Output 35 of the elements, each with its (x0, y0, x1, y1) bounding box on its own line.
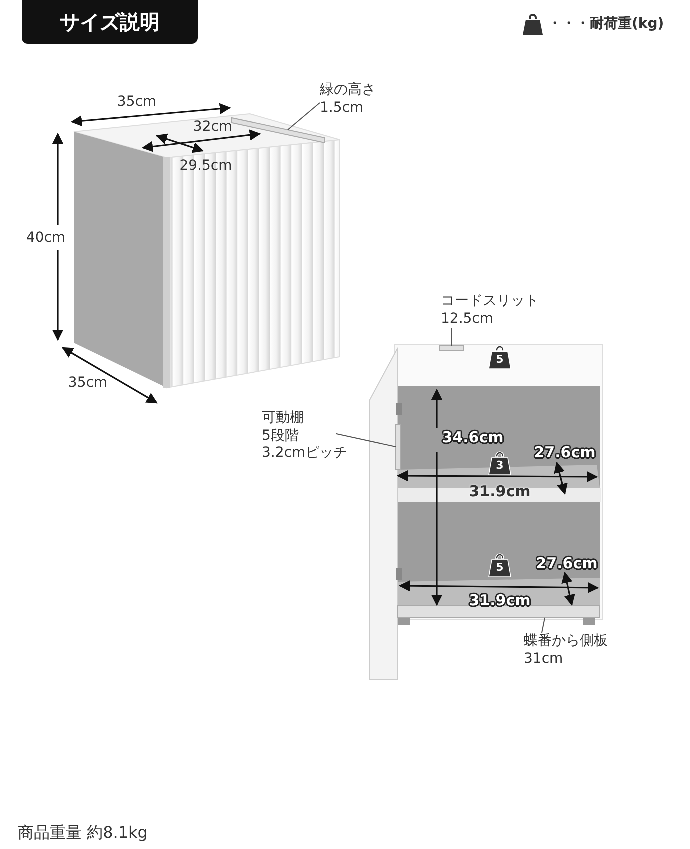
callout-text: コードスリット (441, 293, 539, 310)
dimension-label: 40cm (26, 231, 66, 245)
legend-text: ・・・耐荷重(kg) (548, 15, 664, 33)
dimension-label: 27.6cm (534, 446, 596, 460)
load-value: 5 (495, 354, 505, 365)
weight-icon (488, 344, 512, 370)
rim-bar (232, 117, 326, 144)
dimension-label: 35cm (68, 376, 108, 390)
weight-icon (488, 552, 512, 578)
callout-text: 可動棚 (262, 410, 305, 428)
leader-line (288, 102, 320, 130)
section-title: サイズ説明 (22, 0, 198, 44)
bottom-panel (398, 606, 600, 618)
load-value: 5 (495, 562, 505, 573)
weight-icon (488, 450, 512, 476)
callout-text: 12.5cm (441, 310, 495, 328)
callout-text: 1.5cm (320, 100, 365, 117)
dimension-label: 32cm (193, 120, 233, 134)
callout-text: 蝶番から側板 (524, 633, 608, 650)
caption: 商品重量 約8.1kg (18, 823, 148, 844)
dimension-label: 35cm (117, 95, 157, 109)
callout-text: 緑の高さ (320, 82, 376, 100)
callout-text: 31cm (524, 650, 564, 668)
callout-text: 5段階 (262, 428, 300, 445)
dimension-label: 31.9cm (469, 484, 531, 500)
dimension-label: 34.6cm (442, 430, 504, 446)
dimension-label: 29.5cm (180, 159, 232, 173)
cord-slit (440, 346, 464, 352)
load-value: 3 (495, 460, 505, 471)
dimension-label: 27.6cm (536, 556, 598, 572)
shelf-rail (396, 424, 402, 470)
leader-line (542, 618, 546, 634)
dimension-label: 31.9cm (469, 594, 531, 608)
leader-line (336, 433, 396, 448)
callout-text: 3.2cmピッチ (262, 445, 348, 462)
